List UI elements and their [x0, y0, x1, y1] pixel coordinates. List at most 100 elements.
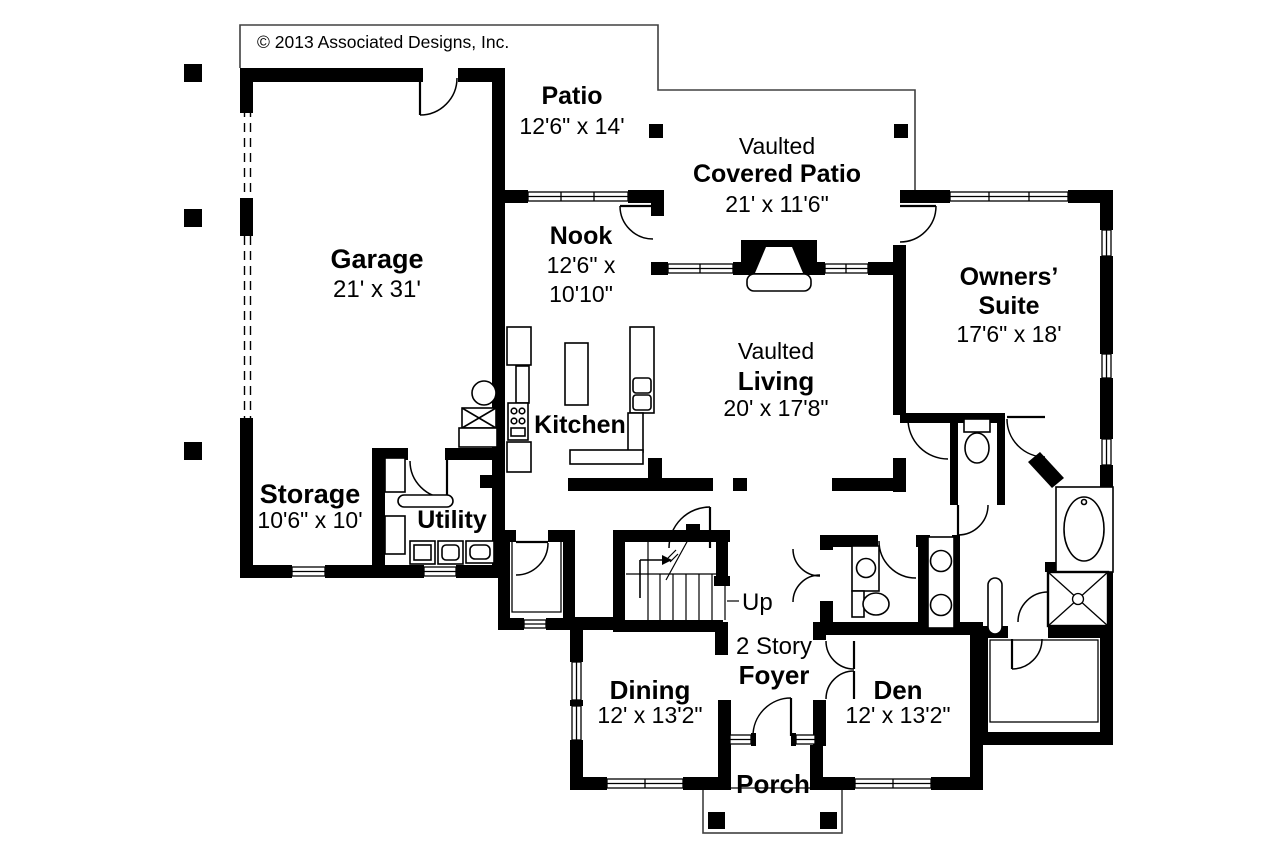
- label-den-name: Den: [873, 675, 923, 705]
- foyer-closet-doors: [792, 548, 821, 603]
- garage-door-dashed: [243, 108, 252, 418]
- bench: [987, 577, 1003, 635]
- label-patio-dims: 12'6" x 14': [519, 113, 625, 139]
- den-double-doors: [825, 640, 856, 700]
- suite-side-window: [1101, 353, 1112, 379]
- label-dining-dims: 12' x 13'2": [597, 702, 703, 728]
- roof-post: [184, 64, 202, 82]
- coat-closet-door: [515, 540, 549, 576]
- label-stairs-up: Up: [742, 589, 773, 616]
- suite-side-window: [1101, 229, 1112, 257]
- roof-post: [184, 442, 202, 460]
- suite-window: [949, 191, 1069, 202]
- powder-vanity: [851, 545, 880, 592]
- double-vanity: [927, 536, 955, 629]
- stairs: [626, 539, 739, 620]
- front-door: [752, 697, 793, 737]
- utility-counter: [384, 515, 406, 555]
- label-nook-name: Nook: [549, 222, 613, 250]
- label-garage-dims: 21' x 31': [333, 276, 421, 303]
- shower: [1046, 570, 1110, 628]
- fireplace: [741, 240, 817, 292]
- peninsula-counter: [569, 449, 644, 465]
- copyright-text: © 2013 Associated Designs, Inc.: [257, 32, 510, 52]
- peninsula-counter: [627, 412, 644, 453]
- up-arrow: [639, 555, 672, 598]
- walkin-closet-door: [1010, 638, 1043, 670]
- utility-counter: [384, 457, 406, 493]
- label-living-name: Living: [737, 366, 815, 396]
- sink-basin: [632, 394, 652, 411]
- patio-post: [894, 124, 908, 138]
- label-storage-name: Storage: [259, 479, 361, 509]
- kitchen-fixtures: [506, 326, 655, 473]
- furnace: [461, 407, 497, 429]
- label-den-dims: 12' x 13'2": [845, 702, 951, 728]
- hearth: [746, 273, 812, 292]
- hall-suite-door: [907, 415, 949, 460]
- label-living-prefix: Vaulted: [737, 338, 815, 364]
- den-window: [854, 778, 932, 789]
- label-patio-name: Patio: [541, 82, 603, 110]
- patio-post: [649, 124, 663, 138]
- nook-patio-door: [619, 204, 654, 240]
- counter: [515, 365, 530, 404]
- label-living-dims: 20' x 17'8": [723, 395, 829, 421]
- label-kitchen-name: Kitchen: [534, 411, 626, 439]
- closet-shelving: [511, 542, 1099, 723]
- label-foyer-prefix: 2 Story: [735, 633, 813, 660]
- label-nook-dims1: 12'6" x: [546, 252, 616, 278]
- tub: [1055, 486, 1114, 573]
- toilet-room-door: [956, 504, 989, 536]
- label-garage-name: Garage: [330, 244, 424, 274]
- living-window: [667, 263, 734, 274]
- label-owners-suite-name1: Owners’: [959, 263, 1059, 291]
- ironing-board: [397, 494, 454, 508]
- pantry-cabinet: [506, 326, 532, 366]
- label-covered-patio-prefix: Vaulted: [738, 133, 816, 159]
- roofline: [239, 24, 916, 834]
- label-utility-name: Utility: [417, 506, 487, 534]
- washer: [409, 540, 436, 565]
- laundry-sink: [465, 540, 495, 564]
- suite-bath-door: [1006, 415, 1046, 458]
- stair-direction-line: [665, 539, 689, 581]
- dining-side-window: [571, 705, 582, 741]
- angled-wall: [1028, 452, 1064, 488]
- posts: [184, 64, 908, 829]
- suite-entry-door: [899, 204, 937, 243]
- label-nook-dims2: 10'10": [549, 281, 613, 307]
- walls: [240, 68, 1113, 790]
- bath-window: [1101, 438, 1112, 466]
- label-foyer-name: Foyer: [738, 660, 810, 690]
- powder-toilet: [851, 590, 890, 618]
- windows: [291, 191, 1112, 789]
- nook-window: [527, 191, 629, 202]
- roof-post: [184, 209, 202, 227]
- closet-window: [523, 619, 547, 629]
- sink-basin: [632, 377, 652, 394]
- label-covered-patio-dims: 21' x 11'6": [725, 191, 829, 217]
- utility-door: [409, 460, 449, 499]
- toilet: [963, 418, 991, 464]
- storage-window: [291, 566, 326, 577]
- range: [507, 402, 529, 441]
- utility-fixtures: [384, 380, 498, 565]
- shower-door: [1017, 591, 1049, 623]
- label-owners-suite-dims: 17'6" x 18': [956, 321, 1062, 347]
- mechanical-platform: [458, 427, 498, 448]
- utility-window: [423, 566, 457, 577]
- living-window: [824, 263, 869, 274]
- sidelite-window: [729, 734, 752, 745]
- porch-post: [820, 812, 837, 829]
- powder-door: [878, 540, 917, 579]
- water-heater: [471, 380, 497, 406]
- label-porch-name: Porch: [736, 769, 810, 799]
- porch-post: [708, 812, 725, 829]
- kitchen-island: [564, 342, 589, 406]
- stair-door: [668, 506, 712, 549]
- label-owners-suite-name2: Suite: [978, 292, 1040, 320]
- coat-closet-shelf: [511, 542, 562, 613]
- label-dining-name: Dining: [609, 675, 691, 705]
